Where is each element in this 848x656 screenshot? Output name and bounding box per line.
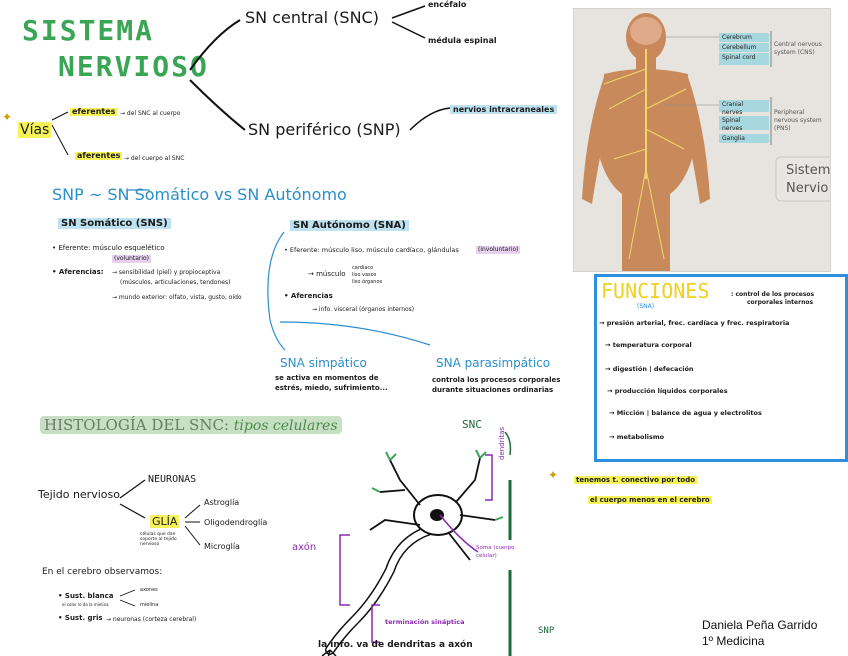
- label-sistema: Sistem: [786, 163, 831, 178]
- tejido-nervioso: Tejido nervioso: [38, 488, 120, 501]
- tejido-conectivo-line2: el cuerpo menos en el cerebro: [588, 496, 712, 504]
- label-pns: Peripheral nervous system (PNS): [774, 109, 822, 132]
- microglia-label: Microglía: [204, 542, 240, 551]
- funciones-title: FUNCIONES: [601, 279, 710, 303]
- funciones-intro1: : control de los procesos: [731, 291, 815, 298]
- neuron-axon: axón: [292, 542, 317, 553]
- neuron-snp: SNP: [538, 626, 555, 636]
- sust-blanca-sub: el color lo da la mielina: [62, 602, 109, 607]
- neuronas-label: NEURONAS: [148, 474, 197, 485]
- label-cerebellum: Cerebellum: [722, 44, 757, 51]
- vias-aferentes-desc: → del cuerpo al SNC: [124, 155, 185, 162]
- label-cerebrum: Cerebrum: [722, 34, 752, 41]
- neuron-dendritas: dendritas: [498, 426, 506, 460]
- parasimpatico-desc1: controla los procesos corporales: [432, 376, 561, 384]
- autonomo-af1: → info. visceral (órganos internos): [312, 306, 415, 313]
- autonomo-mus1: cardíaco: [352, 265, 374, 271]
- neuron-snc: SNC: [462, 418, 482, 431]
- label-spinal-nerves: Spinal nerves: [722, 117, 743, 132]
- parasimpatico-title: SNA parasimpático: [436, 356, 551, 370]
- branch-nervios: nervios intracraneales: [450, 105, 558, 114]
- vias-eferentes-desc: → del SNC al cuerpo: [120, 110, 181, 117]
- autonomo-eferente-sub: (involuntario): [476, 246, 521, 254]
- astroglia-label: Astroglía: [204, 498, 240, 507]
- vias-label: Vías: [18, 122, 52, 138]
- somatico-af3: → mundo exterior: olfato, vista, gusto, …: [112, 294, 242, 301]
- glia-label: GLÍA: [150, 515, 180, 528]
- funciones-item: → metabolismo: [609, 433, 665, 441]
- somatico-title: SN Somático (SNS): [58, 218, 171, 229]
- nervous-system-image: Cerebrum Cerebellum Spinal cord Central …: [573, 8, 831, 272]
- somatico-aferencias: • Aferencias:: [52, 268, 104, 276]
- label-cranial: Cranial nerves: [722, 101, 744, 116]
- sust-blanca-axones: axones: [140, 587, 158, 593]
- title-branch-arrows: [51, 5, 451, 156]
- autonomo-mus3: liso órganos: [352, 279, 383, 285]
- title-sistema: SISTEMA: [22, 14, 155, 47]
- somatico-eferente-sub: (voluntario): [112, 255, 152, 263]
- histologia-title-text: HISTOLOGÍA DEL SNC:: [44, 416, 229, 434]
- simpatico-title: SNA simpático: [280, 356, 367, 370]
- vias-star-icon: ✦: [2, 110, 13, 124]
- funciones-item: → Micción | balance de agua y electrolit…: [609, 409, 762, 417]
- label-cns: Central nervous system (CNS): [774, 41, 822, 56]
- autonomo-eferente: • Eferente: músculo liso, músculo cardía…: [284, 246, 459, 254]
- funciones-item: → temperatura corporal: [605, 341, 692, 349]
- signature-name: Daniela Peña Garrido: [702, 618, 818, 632]
- vias-aferentes: aferentes: [75, 151, 123, 160]
- sust-blanca-mielina: mielina: [140, 602, 159, 608]
- sust-gris-desc: → neuronas (corteza cerebral): [106, 616, 197, 623]
- autonomo-arrows: [128, 189, 431, 351]
- sust-blanca: • Sust. blanca: [58, 592, 114, 600]
- somatico-af1: → sensibilidad (piel) y propioceptiva: [112, 269, 221, 276]
- neuron-info: la info. va de dendritas a axón: [318, 640, 473, 650]
- branch-encefalo: encéfalo: [428, 0, 467, 9]
- autonomo-mus2: liso vasos: [352, 272, 377, 278]
- histologia-subtitle: tipos celulares: [233, 418, 338, 434]
- histologia-arrows: [119, 479, 201, 607]
- funciones-box: FUNCIONES (SNA) : control de los proceso…: [594, 274, 848, 462]
- neuron-diagram: [321, 431, 512, 656]
- funciones-item: → presión arterial, frec. cardíaca y fre…: [599, 319, 790, 327]
- vias-eferentes: eferentes: [70, 107, 118, 116]
- histologia-title: HISTOLOGÍA DEL SNC: tipos celulares: [40, 416, 342, 434]
- branch-medula: médula espinal: [428, 36, 497, 45]
- tejido-conectivo-line1: tenemos t. conectivo por todo: [574, 476, 698, 484]
- branch-snp: SN periférico (SNP): [248, 120, 401, 139]
- funciones-sub: (SNA): [637, 303, 655, 310]
- glia-desc: células que dan soporte al tejido nervio…: [140, 532, 177, 547]
- somatico-eferente: • Eferente: músculo esquelético: [52, 244, 165, 252]
- funciones-item: → digestión | defecación: [605, 365, 694, 373]
- label-nervio: Nervio: [786, 181, 829, 196]
- branch-snc: SN central (SNC): [245, 8, 379, 27]
- funciones-intro2: corporales internos: [747, 299, 814, 306]
- autonomo-title: SN Autónomo (SNA): [290, 220, 409, 231]
- autonomo-aferencias: • Aferencias: [284, 292, 333, 300]
- oligodendroglia-label: Oligodendroglía: [204, 518, 268, 527]
- neuron-soma: Soma (cuerpo celular): [476, 545, 515, 559]
- simpatico-desc1: se activa en momentos de: [275, 374, 379, 382]
- body-figure-icon: [574, 9, 830, 271]
- parasimpatico-desc2: durante situaciones ordinarias: [432, 386, 554, 394]
- cerebro-observamos: En el cerebro observamos:: [42, 567, 163, 577]
- tejido-conectivo-star-icon: ✦: [548, 468, 559, 482]
- title-nervioso: NERVIOSO: [58, 50, 209, 83]
- signature-course: 1º Medicina: [702, 634, 765, 648]
- neuron-terminacion: terminación sináptica: [385, 618, 465, 626]
- sust-gris: • Sust. gris: [58, 614, 103, 622]
- funciones-item: → producción líquidos corporales: [607, 387, 728, 395]
- label-spinal-cord: Spinal cord: [722, 54, 756, 61]
- snp-heading: SNP ~ SN Somático vs SN Autónomo: [52, 185, 347, 204]
- simpatico-desc2: estrés, miedo, sufrimiento...: [275, 384, 388, 392]
- autonomo-musculo: → músculo: [308, 270, 346, 278]
- somatico-af2: (músculos, articulaciones, tendones): [120, 279, 231, 286]
- label-ganglia: Ganglia: [722, 135, 745, 142]
